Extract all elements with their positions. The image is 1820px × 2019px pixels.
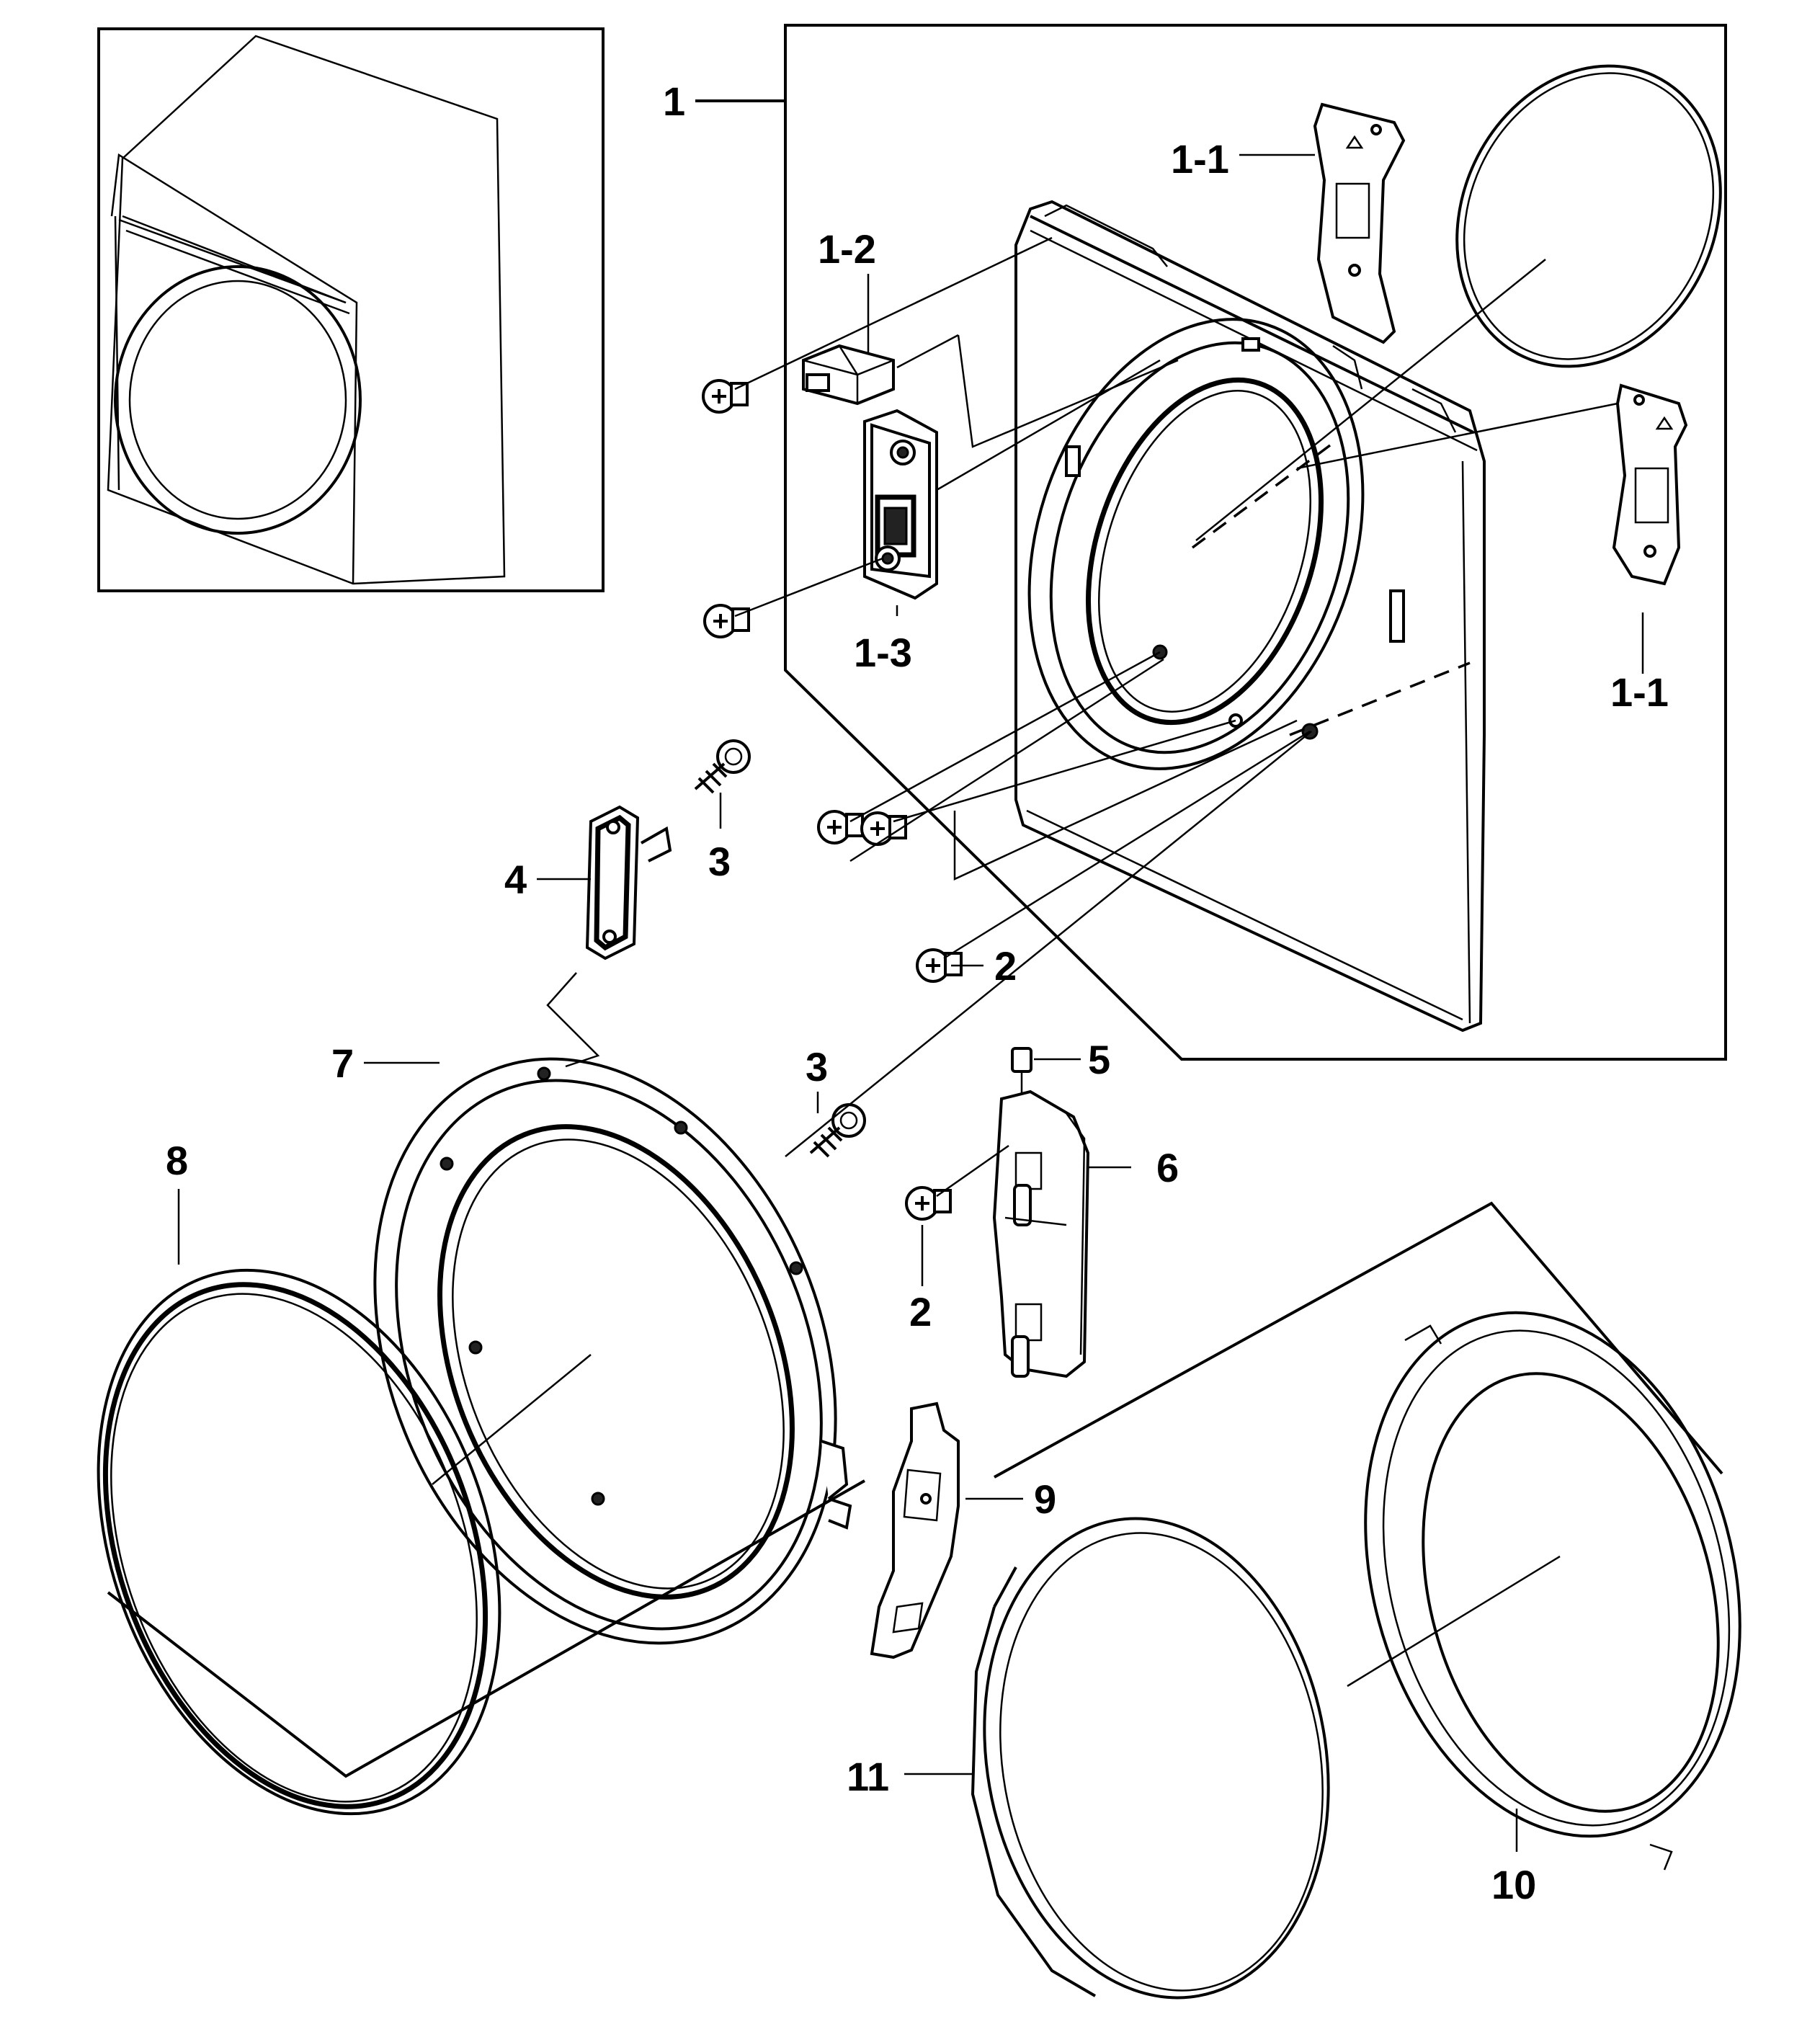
cabinet-front-group [695, 24, 1727, 1061]
label-10: 10 [1491, 1862, 1536, 1907]
callout-labels: 1 1-1 1-1 1-2 1-3 2 2 3 3 4 5 6 7 8 9 10… [166, 79, 1669, 1907]
label-9: 9 [1034, 1476, 1056, 1522]
screw-2 [703, 604, 750, 638]
label-1-1-right: 1-1 [1610, 669, 1669, 715]
hinge-plate-top [1313, 102, 1406, 344]
screw-group [694, 379, 963, 1221]
label-8: 8 [166, 1138, 188, 1183]
screw-5 [916, 948, 963, 983]
door-frame-outer [373, 1057, 852, 1645]
door-cover [971, 1517, 1330, 2000]
label-11: 11 [847, 1754, 889, 1799]
label-1-3: 1-3 [854, 630, 912, 675]
assembled-view-inset [97, 27, 605, 592]
label-1-1-top: 1-1 [1171, 136, 1229, 182]
door-glass-ring [97, 1268, 501, 1816]
label-3-top: 3 [708, 839, 731, 884]
door-hinge-plate [870, 1401, 960, 1659]
label-5: 5 [1088, 1037, 1110, 1082]
label-6: 6 [1156, 1145, 1179, 1190]
leader-lines [177, 153, 1644, 1852]
front-panel [1014, 200, 1486, 1033]
door-handle [585, 805, 672, 961]
label-1: 1 [663, 79, 685, 124]
door-hinge [992, 1089, 1090, 1378]
hinge-plate-right [1612, 383, 1688, 586]
latch-bracket [802, 344, 895, 406]
label-1-2: 1-2 [818, 226, 876, 272]
door-group-lines [107, 719, 1723, 1778]
door-outer-frame [1364, 1311, 1741, 1871]
door-lock-switch [863, 409, 938, 600]
label-2-bottom: 2 [909, 1289, 932, 1334]
label-4: 4 [504, 857, 527, 902]
screw-6 [905, 1186, 952, 1221]
label-3-bottom: 3 [806, 1044, 828, 1089]
screw-3 [817, 810, 864, 844]
screw-1 [702, 379, 749, 414]
screw-long-top [694, 739, 751, 794]
label-2-top: 2 [994, 943, 1017, 989]
label-7: 7 [331, 1040, 354, 1086]
door-ring-gasket [1455, 64, 1722, 368]
